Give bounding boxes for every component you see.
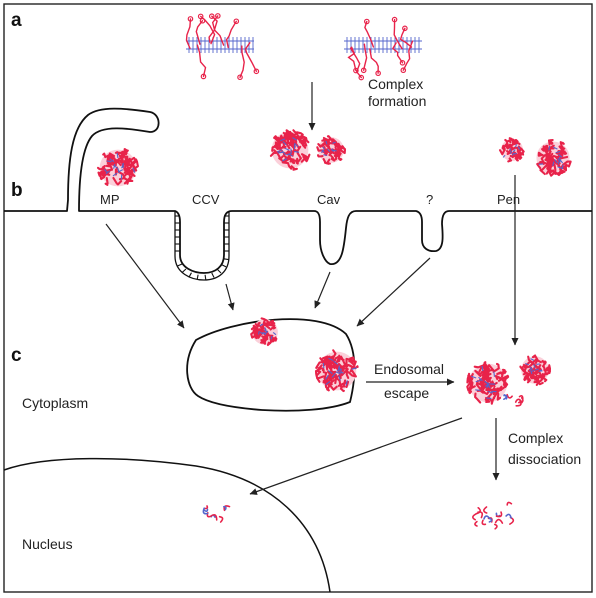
dna-polymer-complex-left <box>185 13 260 81</box>
label-dissociation-1: Complex <box>508 430 563 446</box>
polyplex-macropinocytosis <box>96 148 139 187</box>
label-complex-formation-2: formation <box>368 93 426 109</box>
polyplex-escaped-large <box>466 361 510 405</box>
polyplex-large-formed <box>269 129 311 171</box>
label-endosomal-2: escape <box>384 385 429 401</box>
panel-label-c: c <box>11 345 22 366</box>
label-ccv: CCV <box>192 192 220 207</box>
label-cav: Cav <box>317 192 341 207</box>
label-mp: MP <box>100 192 120 207</box>
arrow-ccv-to-endosome <box>225 283 235 311</box>
clathrin-coat-ticks <box>175 215 229 280</box>
label-endosomal-1: Endosomal <box>374 361 444 377</box>
label-pen: Pen <box>497 192 520 207</box>
polyplex-small-formed <box>316 135 347 165</box>
arrow-unknown-to-endosome <box>356 257 431 327</box>
escaping-fragments <box>503 393 524 407</box>
label-cytoplasm: Cytoplasm <box>22 395 88 411</box>
nuclear-fragments <box>202 505 231 523</box>
arrow-mp-to-endosome <box>105 223 185 329</box>
plasma-membrane <box>4 107 592 274</box>
polyplex-pen-small <box>498 137 525 163</box>
arrow-cav-to-endosome <box>314 271 331 309</box>
dissociated-fragments <box>472 501 515 530</box>
panel-label-b: b <box>11 180 23 201</box>
nucleus-envelope <box>3 457 331 593</box>
polyplex-endosome-large <box>314 349 359 393</box>
label-nucleus: Nucleus <box>22 536 73 552</box>
polyplex-endosome-small <box>250 317 278 347</box>
arrow-to-nucleus <box>249 417 463 495</box>
polyplex-escaped-small <box>519 354 551 386</box>
label-dissociation-2: dissociation <box>508 451 581 467</box>
panel-label-a: a <box>11 10 22 31</box>
label-complex-formation-1: Complex <box>368 76 423 92</box>
endosome-membrane <box>186 318 356 412</box>
polyplex-pen-large <box>536 138 572 177</box>
particle-layer <box>96 13 572 530</box>
label-unknown-route: ? <box>426 192 433 207</box>
figure-frame <box>3 3 593 593</box>
clathrin-coat-outer <box>174 211 230 281</box>
dna-polymer-complex-right <box>344 16 422 81</box>
